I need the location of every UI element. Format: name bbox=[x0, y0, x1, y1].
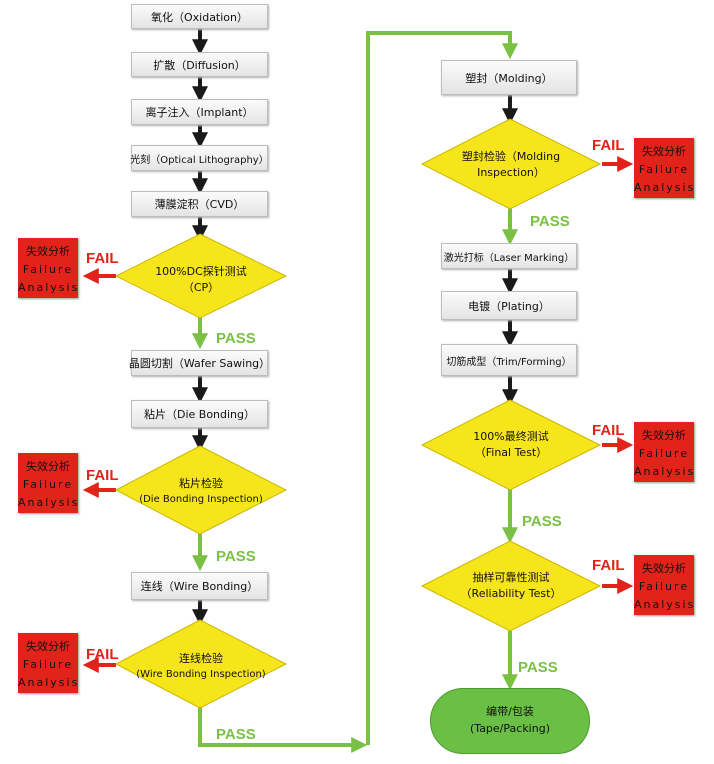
diamond-cp-text: 100%DC探针测试 （CP） bbox=[136, 264, 266, 296]
step-diffusion-label: 扩散（Diffusion） bbox=[153, 58, 246, 72]
mold-insp-line2: Inspection） bbox=[477, 166, 545, 179]
end-line1: 编带/包装 bbox=[486, 705, 534, 718]
step-laser-marking: 激光打标（Laser Marking） bbox=[441, 243, 577, 269]
diamond-cp bbox=[114, 233, 288, 319]
fa-cn: 失效分析 bbox=[642, 145, 686, 158]
diamond-mold-insp-text: 塑封检验（Molding Inspection） bbox=[436, 149, 586, 181]
step-diffusion: 扩散（Diffusion） bbox=[131, 52, 268, 77]
final-line2: （Final Test） bbox=[474, 446, 548, 459]
fa-en2: Analysis bbox=[634, 598, 696, 611]
diamond-die-insp-text: 粘片检验 (Die Bonding Inspection) bbox=[126, 476, 276, 508]
fa-en1: Failure bbox=[638, 163, 690, 176]
failure-analysis-box-final: 失效分析 Failure Analysis bbox=[634, 422, 694, 482]
step-wafer-sawing-label: 晶圆切割（Wafer Sawing） bbox=[128, 357, 271, 370]
diamond-mold-insp bbox=[420, 118, 602, 210]
cp-line1: 100%DC探针测试 bbox=[155, 265, 247, 278]
failure-analysis-box-mold: 失效分析 Failure Analysis bbox=[634, 138, 694, 198]
fail-label-cp: FAIL bbox=[86, 250, 119, 267]
step-trim-forming: 切筋成型（Trim/Forming） bbox=[441, 344, 577, 376]
diamond-final-text: 100%最终测试 （Final Test） bbox=[446, 429, 576, 461]
step-oxidation: 氧化（Oxidation） bbox=[131, 4, 268, 29]
mold-insp-line1: 塑封检验（Molding bbox=[461, 150, 561, 163]
pass-label-wire: PASS bbox=[216, 726, 256, 743]
step-plating-label: 电镀（Plating） bbox=[468, 299, 550, 313]
step-die-bonding-label: 粘片（Die Bonding） bbox=[143, 408, 256, 421]
step-implant-label: 离子注入（Implant） bbox=[145, 106, 254, 119]
fa-cn: 失效分析 bbox=[26, 245, 70, 258]
fail-label-reliability: FAIL bbox=[592, 557, 625, 574]
failure-analysis-box-cp: 失效分析 Failure Analysis bbox=[18, 238, 78, 298]
end-line2: (Tape/Packing) bbox=[470, 722, 550, 735]
step-laser-marking-label: 激光打标（Laser Marking） bbox=[443, 252, 575, 264]
die-insp-line2: (Die Bonding Inspection) bbox=[139, 494, 263, 505]
step-trim-forming-label: 切筋成型（Trim/Forming） bbox=[446, 356, 572, 368]
pass-label-final: PASS bbox=[522, 513, 562, 530]
step-lithography-label: 光刻（Optical Lithography） bbox=[130, 154, 269, 166]
fa-en2: Analysis bbox=[18, 281, 80, 294]
step-wafer-sawing: 晶圆切割（Wafer Sawing） bbox=[128, 350, 271, 376]
fa-cn: 失效分析 bbox=[26, 640, 70, 653]
reliability-line1: 抽样可靠性测试 bbox=[472, 571, 550, 584]
diamond-reliability bbox=[420, 540, 602, 632]
fail-label-wire: FAIL bbox=[86, 646, 119, 663]
failure-analysis-box-reliability: 失效分析 Failure Analysis bbox=[634, 555, 694, 615]
step-cvd-label: 薄膜淀积（CVD） bbox=[154, 198, 245, 211]
fa-en1: Failure bbox=[22, 263, 74, 276]
fa-en1: Failure bbox=[638, 447, 690, 460]
wire-insp-line1: 连线检验 bbox=[179, 652, 223, 665]
die-insp-line1: 粘片检验 bbox=[179, 477, 223, 490]
step-die-bonding: 粘片（Die Bonding） bbox=[131, 400, 268, 428]
diamond-wire-insp-text: 连线检验 (Wire Bonding Inspection) bbox=[126, 651, 276, 683]
step-lithography: 光刻（Optical Lithography） bbox=[130, 145, 269, 171]
step-molding: 塑封（Molding） bbox=[441, 60, 577, 95]
reliability-line2: （Reliability Test） bbox=[460, 587, 562, 600]
fa-en1: Failure bbox=[22, 478, 74, 491]
cp-line2: （CP） bbox=[182, 281, 220, 294]
fail-label-final: FAIL bbox=[592, 422, 625, 439]
failure-analysis-box-wire: 失效分析 Failure Analysis bbox=[18, 633, 78, 693]
fa-cn: 失效分析 bbox=[642, 562, 686, 575]
fa-cn: 失效分析 bbox=[642, 429, 686, 442]
fail-label-die: FAIL bbox=[86, 467, 119, 484]
fa-cn: 失效分析 bbox=[26, 460, 70, 473]
step-molding-label: 塑封（Molding） bbox=[465, 71, 553, 85]
fa-en2: Analysis bbox=[18, 676, 80, 689]
step-oxidation-label: 氧化（Oxidation） bbox=[150, 10, 249, 24]
end-tape-packing: 编带/包装 (Tape/Packing) bbox=[430, 688, 590, 754]
diamond-wire-insp bbox=[114, 619, 288, 709]
fa-en1: Failure bbox=[638, 580, 690, 593]
step-wire-bonding: 连线（Wire Bonding） bbox=[131, 572, 268, 600]
connector-to-molding bbox=[366, 31, 518, 745]
step-implant: 离子注入（Implant） bbox=[131, 99, 268, 125]
pass-label-cp: PASS bbox=[216, 330, 256, 347]
failure-analysis-box-die: 失效分析 Failure Analysis bbox=[18, 453, 78, 513]
step-cvd: 薄膜淀积（CVD） bbox=[131, 191, 268, 217]
pass-label-mold: PASS bbox=[530, 213, 570, 230]
diamond-reliability-text: 抽样可靠性测试 （Reliability Test） bbox=[446, 570, 576, 602]
step-plating: 电镀（Plating） bbox=[441, 291, 577, 320]
pass-arrow-wire-insp bbox=[198, 706, 368, 753]
fa-en2: Analysis bbox=[18, 496, 80, 509]
diamond-final bbox=[420, 399, 602, 491]
fail-label-mold: FAIL bbox=[592, 137, 625, 154]
fa-en1: Failure bbox=[22, 658, 74, 671]
step-wire-bonding-label: 连线（Wire Bonding） bbox=[140, 580, 259, 593]
fa-en2: Analysis bbox=[634, 465, 696, 478]
wire-insp-line2: (Wire Bonding Inspection) bbox=[136, 669, 266, 680]
pass-label-reliability: PASS bbox=[518, 659, 558, 676]
fa-en2: Analysis bbox=[634, 181, 696, 194]
final-line1: 100%最终测试 bbox=[473, 430, 549, 443]
diamond-die-insp bbox=[114, 445, 288, 535]
pass-label-die: PASS bbox=[216, 548, 256, 565]
